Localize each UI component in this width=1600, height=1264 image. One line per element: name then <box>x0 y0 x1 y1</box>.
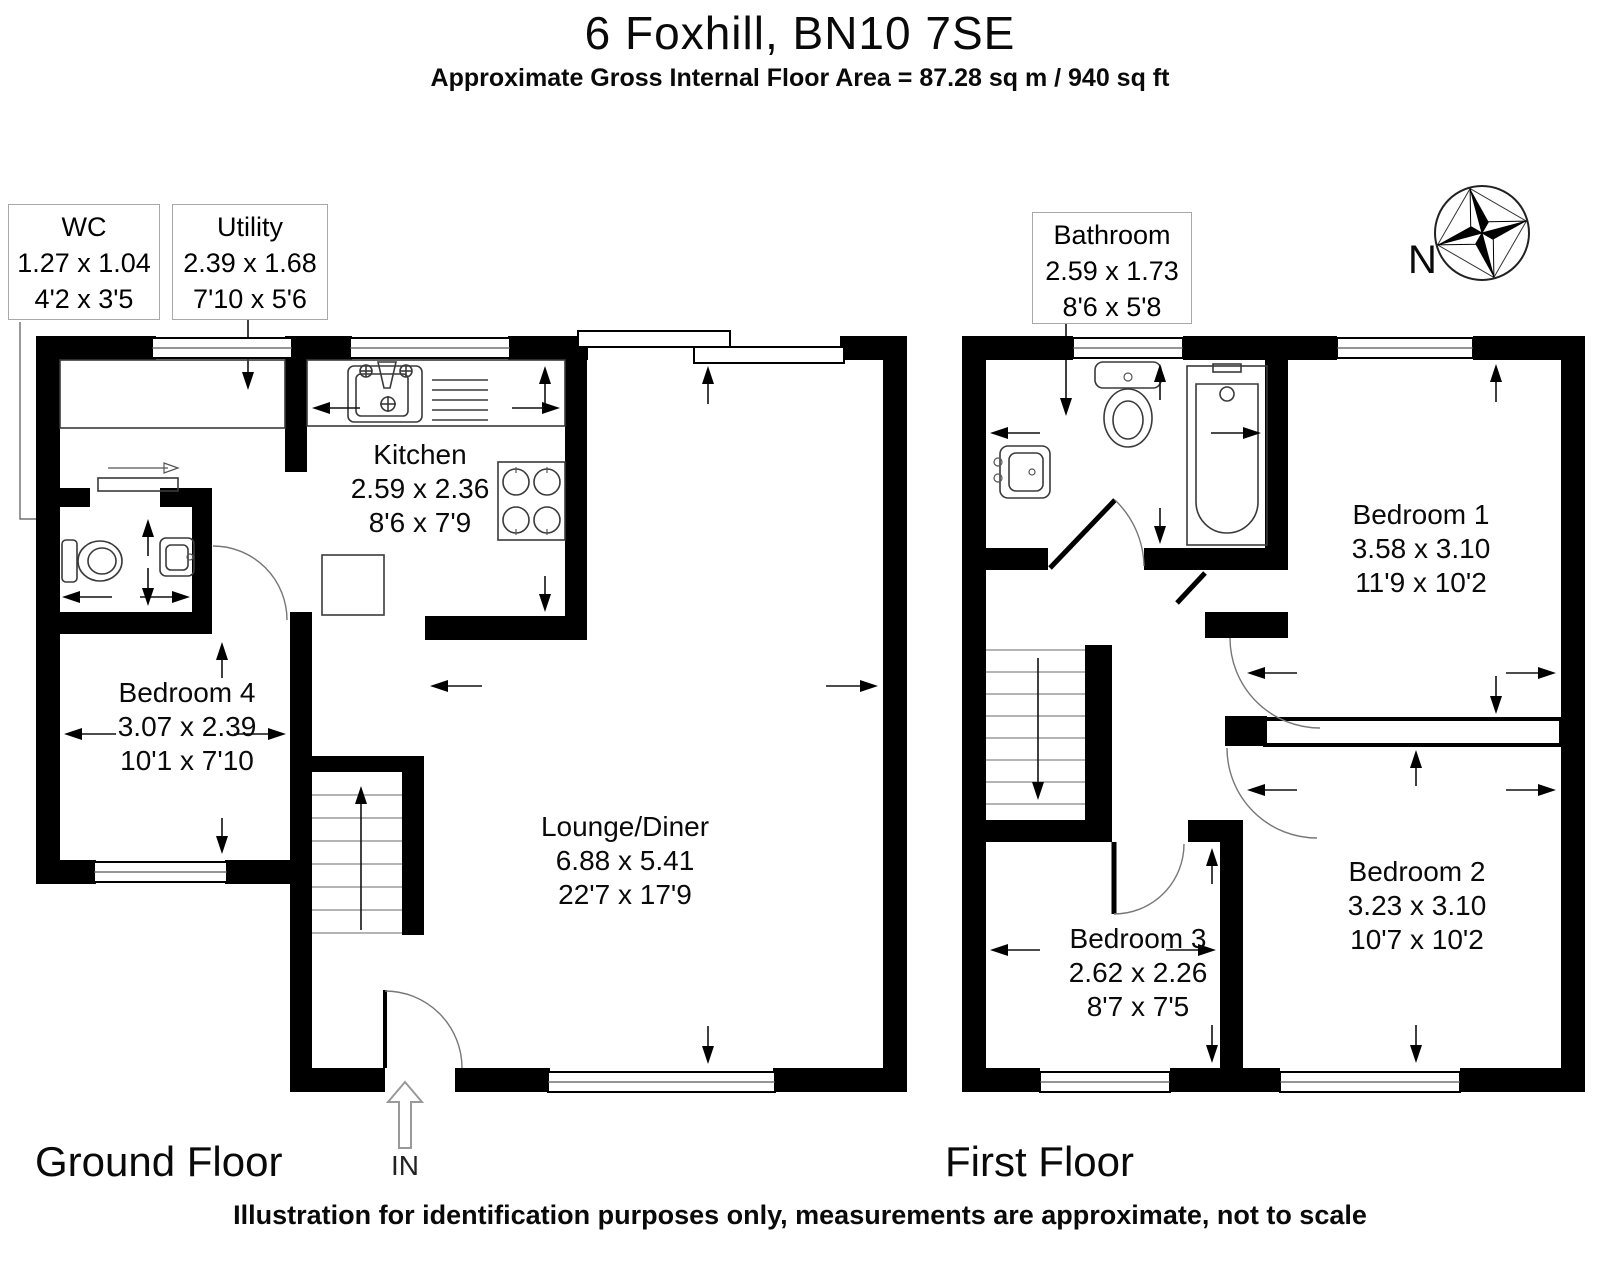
wc-callout: WC 1.27 x 1.04 4'2 x 3'5 <box>8 204 160 320</box>
stairs-down-arrow-icon <box>1032 782 1044 800</box>
stairs-first <box>986 649 1085 805</box>
first-doors <box>1048 498 1321 915</box>
disclaimer-text: Illustration for identification purposes… <box>233 1200 1367 1230</box>
bathtub-icon <box>1186 363 1268 546</box>
bedroom1-door-leaf <box>1175 571 1207 605</box>
bedroom3-door-arc <box>1113 843 1185 915</box>
stairs-up-arrow-icon <box>355 786 367 804</box>
bathroom-basin-icon <box>993 445 1051 499</box>
compass-icon <box>1434 185 1530 281</box>
ground-floor-label: Ground Floor <box>35 1138 283 1185</box>
first-interior-walls <box>986 336 1563 1070</box>
bathroom-door-leaf <box>1048 498 1117 570</box>
drainer-lines <box>432 379 488 421</box>
ground-windows <box>93 330 845 1093</box>
hob-icon <box>497 461 566 541</box>
compass-north-label: N <box>1408 238 1437 282</box>
bathroom-metric: 2.59 x 1.73 <box>1045 256 1179 286</box>
ground-measure-arrows <box>62 366 878 1064</box>
patio-door <box>577 330 731 348</box>
bedroom1-door-arc <box>1229 637 1321 729</box>
utility-counter <box>59 359 286 429</box>
ground-interior-walls <box>36 336 587 935</box>
sliding-door <box>97 462 180 492</box>
bedroom3-label: Bedroom 3 2.62 x 2.26 8'7 x 7'5 <box>1068 923 1208 1022</box>
appliance <box>321 554 385 616</box>
wc-metric: 1.27 x 1.04 <box>17 248 151 278</box>
page-title: 6 Foxhill, BN10 7SE <box>584 7 1016 59</box>
hall-door-arc <box>212 545 288 621</box>
bedroom4-label: Bedroom 4 3.07 x 2.39 10'1 x 7'10 <box>117 677 257 776</box>
first-windows <box>1039 337 1474 1093</box>
entrance-in-arrow-icon <box>385 1080 425 1149</box>
bathroom-leader-arrow-icon <box>1060 398 1072 416</box>
kitchen-label: Kitchen 2.59 x 2.36 8'6 x 7'9 <box>350 439 490 538</box>
utility-leader-arrow-icon <box>242 372 254 390</box>
bathroom-toilet-icon <box>1094 361 1162 448</box>
bathroom-door-arc <box>1114 499 1145 567</box>
wc-toilet-icon <box>61 539 123 583</box>
first-outer-walls <box>962 336 1585 1092</box>
floor-area-subtitle: Approximate Gross Internal Floor Area = … <box>430 64 1170 92</box>
entrance-door-arc <box>384 990 463 1069</box>
lounge-label: Lounge/Diner 6.88 x 5.41 22'7 x 17'9 <box>540 811 710 910</box>
bathroom-name: Bathroom <box>1053 220 1171 250</box>
first-measure-arrows <box>990 364 1556 1063</box>
stairs-ground <box>312 786 402 934</box>
wc-basin-icon <box>159 537 195 577</box>
bathroom-callout: Bathroom 2.59 x 1.73 8'6 x 5'8 <box>1032 212 1192 324</box>
kitchen-sink-icon <box>306 359 566 427</box>
ground-floor-plan <box>19 320 907 1149</box>
bathroom-imperial: 8'6 x 5'8 <box>1062 292 1162 322</box>
utility-name: Utility <box>217 212 283 242</box>
utility-callout: Utility 2.39 x 1.68 7'10 x 5'6 <box>172 204 328 320</box>
first-floor-plan <box>962 324 1585 1093</box>
wc-name: WC <box>61 212 107 242</box>
wc-imperial: 4'2 x 3'5 <box>34 284 134 314</box>
bedroom-divider-wall <box>1263 717 1563 747</box>
bedroom2-door-arc <box>1226 747 1318 839</box>
first-floor-label: First Floor <box>945 1138 1134 1185</box>
entrance-in-label: IN <box>391 1150 419 1181</box>
utility-metric: 2.39 x 1.68 <box>183 248 317 278</box>
ground-outer-walls <box>36 336 907 1092</box>
bedroom2-label: Bedroom 2 3.23 x 3.10 10'7 x 10'2 <box>1347 856 1487 955</box>
bedroom1-label: Bedroom 1 3.58 x 3.10 11'9 x 10'2 <box>1351 499 1491 598</box>
utility-imperial: 7'10 x 5'6 <box>193 284 307 314</box>
ground-doors <box>212 545 463 1069</box>
